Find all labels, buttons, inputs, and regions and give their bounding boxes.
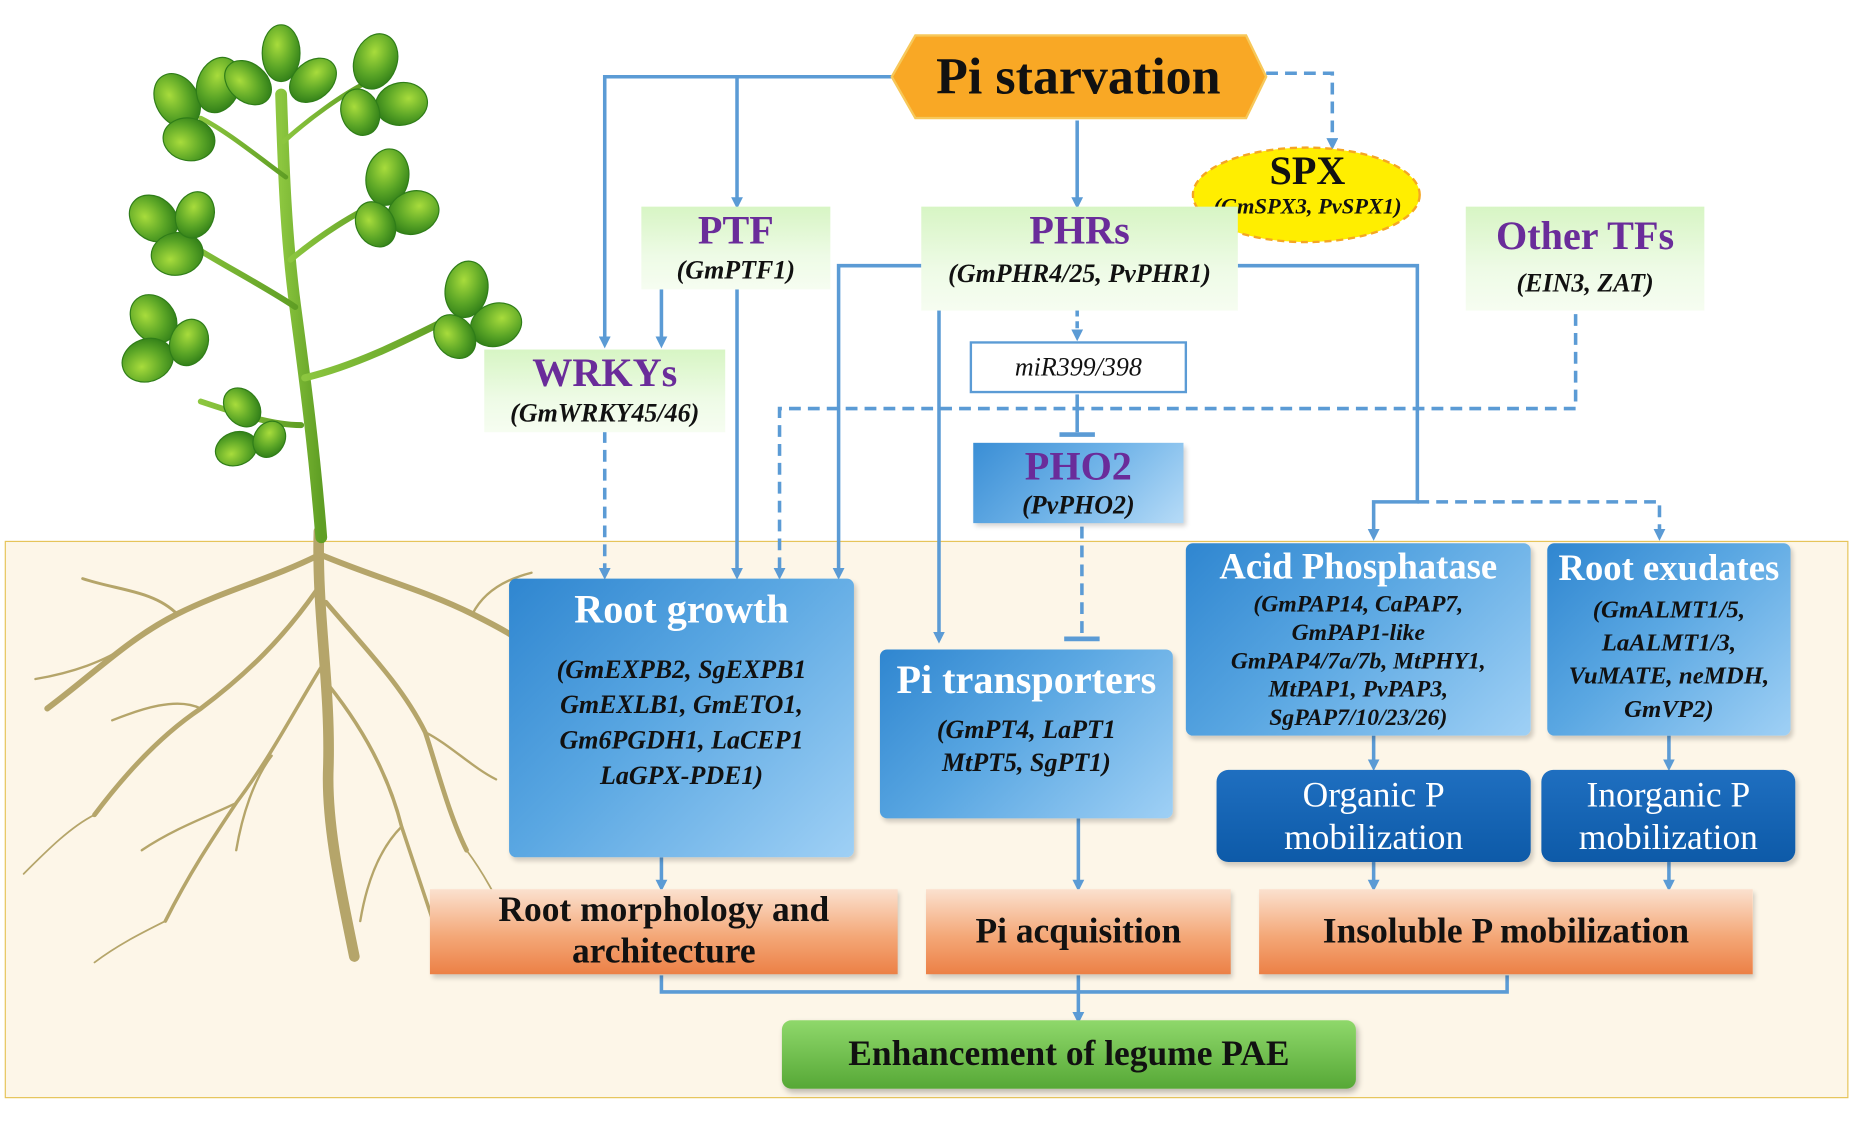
- insoluble-p-label: Insoluble P mobilization: [1322, 911, 1690, 951]
- mir-label: miR399/398: [1014, 351, 1142, 382]
- other-tfs-node: Other TFs (EIN3, ZAT): [1465, 206, 1705, 311]
- organic-p-line2: mobilization: [1284, 818, 1464, 858]
- root-exudates-genes-4: GmVP2): [1624, 694, 1714, 723]
- soil-background: [4, 540, 1849, 1099]
- phrs-title: PHRs: [1029, 209, 1130, 253]
- pi-transporters-node: Pi transporters (GmPT4, LaPT1 MtPT5, SgP…: [879, 649, 1173, 819]
- wrkys-title: WRKYs: [532, 351, 678, 396]
- inorganic-p-node: Inorganic P mobilization: [1541, 769, 1796, 863]
- spx-genes: (GmSPX3, PvSPX1): [1213, 194, 1402, 220]
- root-morphology-line2: architecture: [571, 931, 756, 971]
- root-growth-genes-1: (GmEXPB2, SgEXPB1: [556, 654, 807, 684]
- pi-starvation-label: Pi starvation: [936, 47, 1221, 106]
- plant-illustration: [22, 24, 541, 964]
- root-growth-node: Root growth (GmEXPB2, SgEXPB1 GmEXLB1, G…: [509, 578, 854, 858]
- phrs-genes: (GmPHR4/25, PvPHR1): [948, 258, 1211, 289]
- root-growth-genes-3: Gm6PGDH1, LaCEP1: [559, 725, 804, 755]
- pi-transporters-genes-2: MtPT5, SgPT1): [941, 747, 1111, 778]
- organic-p-node: Organic P mobilization: [1216, 769, 1531, 863]
- acid-phosphatase-genes-4: MtPAP1, PvPAP3,: [1268, 676, 1449, 703]
- pho2-title: PHO2: [1024, 445, 1132, 489]
- ptf-node: PTF (GmPTF1): [641, 206, 831, 290]
- leaves: [121, 24, 523, 467]
- final-label: Enhancement of legume PAE: [848, 1034, 1290, 1074]
- spx-title: SPX: [1269, 149, 1346, 194]
- phrs-node: PHRs (GmPHR4/25, PvPHR1): [921, 206, 1238, 311]
- root-morphology-node: Root morphology and architecture: [429, 889, 898, 975]
- pi-transporters-genes-1: (GmPT4, LaPT1: [936, 714, 1116, 744]
- acid-phosphatase-genes-1: (GmPAP14, CaPAP7,: [1253, 591, 1464, 618]
- acid-phosphatase-node: Acid Phosphatase (GmPAP14, CaPAP7, GmPAP…: [1185, 543, 1531, 736]
- spx-node: SPX (GmSPX3, PvSPX1): [1195, 151, 1419, 234]
- root-exudates-genes-1: (GmALMT1/5,: [1592, 595, 1746, 624]
- pi-starvation-node: Pi starvation: [895, 38, 1261, 116]
- pi-starvation-hexagon: [891, 35, 1267, 119]
- roots: [22, 526, 541, 964]
- root-growth-genes-2: GmEXLB1, GmETO1,: [560, 689, 803, 720]
- acid-phosphatase-genes-5: SgPAP7/10/23/26): [1269, 704, 1448, 731]
- ptf-genes: (GmPTF1): [676, 255, 796, 285]
- pho2-genes: (PvPHO2): [1022, 490, 1135, 520]
- pi-acquisition-node: Pi acquisition: [925, 889, 1231, 975]
- wrkys-genes: (GmWRKY45/46): [510, 397, 700, 428]
- root-morphology-line1: Root morphology and: [498, 890, 830, 930]
- root-exudates-title: Root exudates: [1558, 546, 1780, 589]
- other-tfs-title: Other TFs: [1495, 214, 1675, 259]
- root-exudates-genes-3: VuMATE, neMDH,: [1568, 661, 1770, 690]
- acid-phosphatase-genes-2: GmPAP1-like: [1291, 619, 1425, 646]
- acid-phosphatase-title: Acid Phosphatase: [1219, 545, 1498, 587]
- pi-transporters-title: Pi transporters: [896, 658, 1157, 703]
- mir-node: miR399/398: [969, 341, 1188, 394]
- root-growth-genes-4: LaGPX-PDE1): [599, 760, 764, 791]
- insoluble-p-node: Insoluble P mobilization: [1259, 889, 1753, 975]
- other-tfs-genes: (EIN3, ZAT): [1516, 268, 1654, 298]
- inorganic-p-line1: Inorganic P: [1586, 775, 1751, 815]
- spx-ellipse: [1191, 146, 1421, 244]
- acid-phosphatase-genes-3: GmPAP4/7a/7b, MtPHY1,: [1230, 648, 1486, 675]
- stem: [174, 80, 453, 544]
- pho2-node: PHO2 (PvPHO2): [973, 442, 1184, 524]
- root-exudates-genes-2: LaALMT1/3,: [1601, 628, 1737, 657]
- final-node: Enhancement of legume PAE: [781, 1020, 1356, 1089]
- organic-p-line1: Organic P: [1302, 775, 1445, 815]
- ptf-title: PTF: [697, 209, 774, 253]
- root-exudates-node: Root exudates (GmALMT1/5, LaALMT1/3, VuM…: [1547, 543, 1791, 736]
- wrkys-node: WRKYs (GmWRKY45/46): [484, 349, 726, 433]
- inorganic-p-line2: mobilization: [1578, 818, 1758, 858]
- root-growth-title: Root growth: [574, 588, 789, 632]
- pi-acquisition-label: Pi acquisition: [975, 911, 1182, 951]
